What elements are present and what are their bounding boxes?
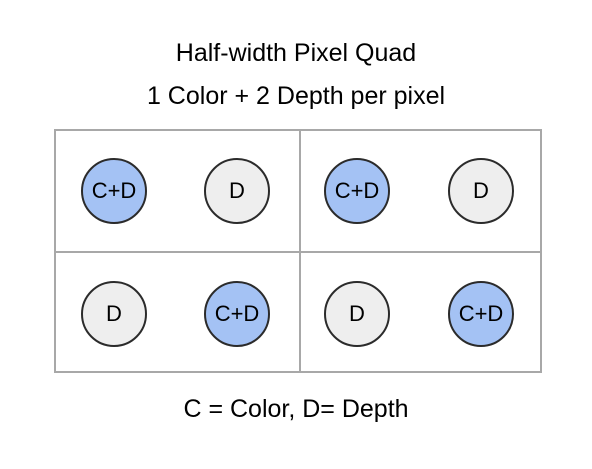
diagram-title-line-2: 1 Color + 2 Depth per pixel [146,82,446,110]
pixel-quad-grid: C+D D C+D D D C+D D C+D [54,129,542,373]
pixel-0-sample-0: C+D [81,158,147,224]
diagram-title-line-1: Half-width Pixel Quad [175,39,417,67]
pixel-2-sample-0: D [81,281,147,347]
pixel-2-sample-1: C+D [204,281,270,347]
pixel-1-sample-1: D [448,158,514,224]
pixel-3-sample-1: C+D [448,281,514,347]
pixel-0-sample-1: D [204,158,270,224]
pixel-3-sample-0: D [324,281,390,347]
diagram-legend: C = Color, D= Depth [183,395,409,423]
grid-divider-horizontal [56,251,540,253]
pixel-1-sample-0: C+D [324,158,390,224]
